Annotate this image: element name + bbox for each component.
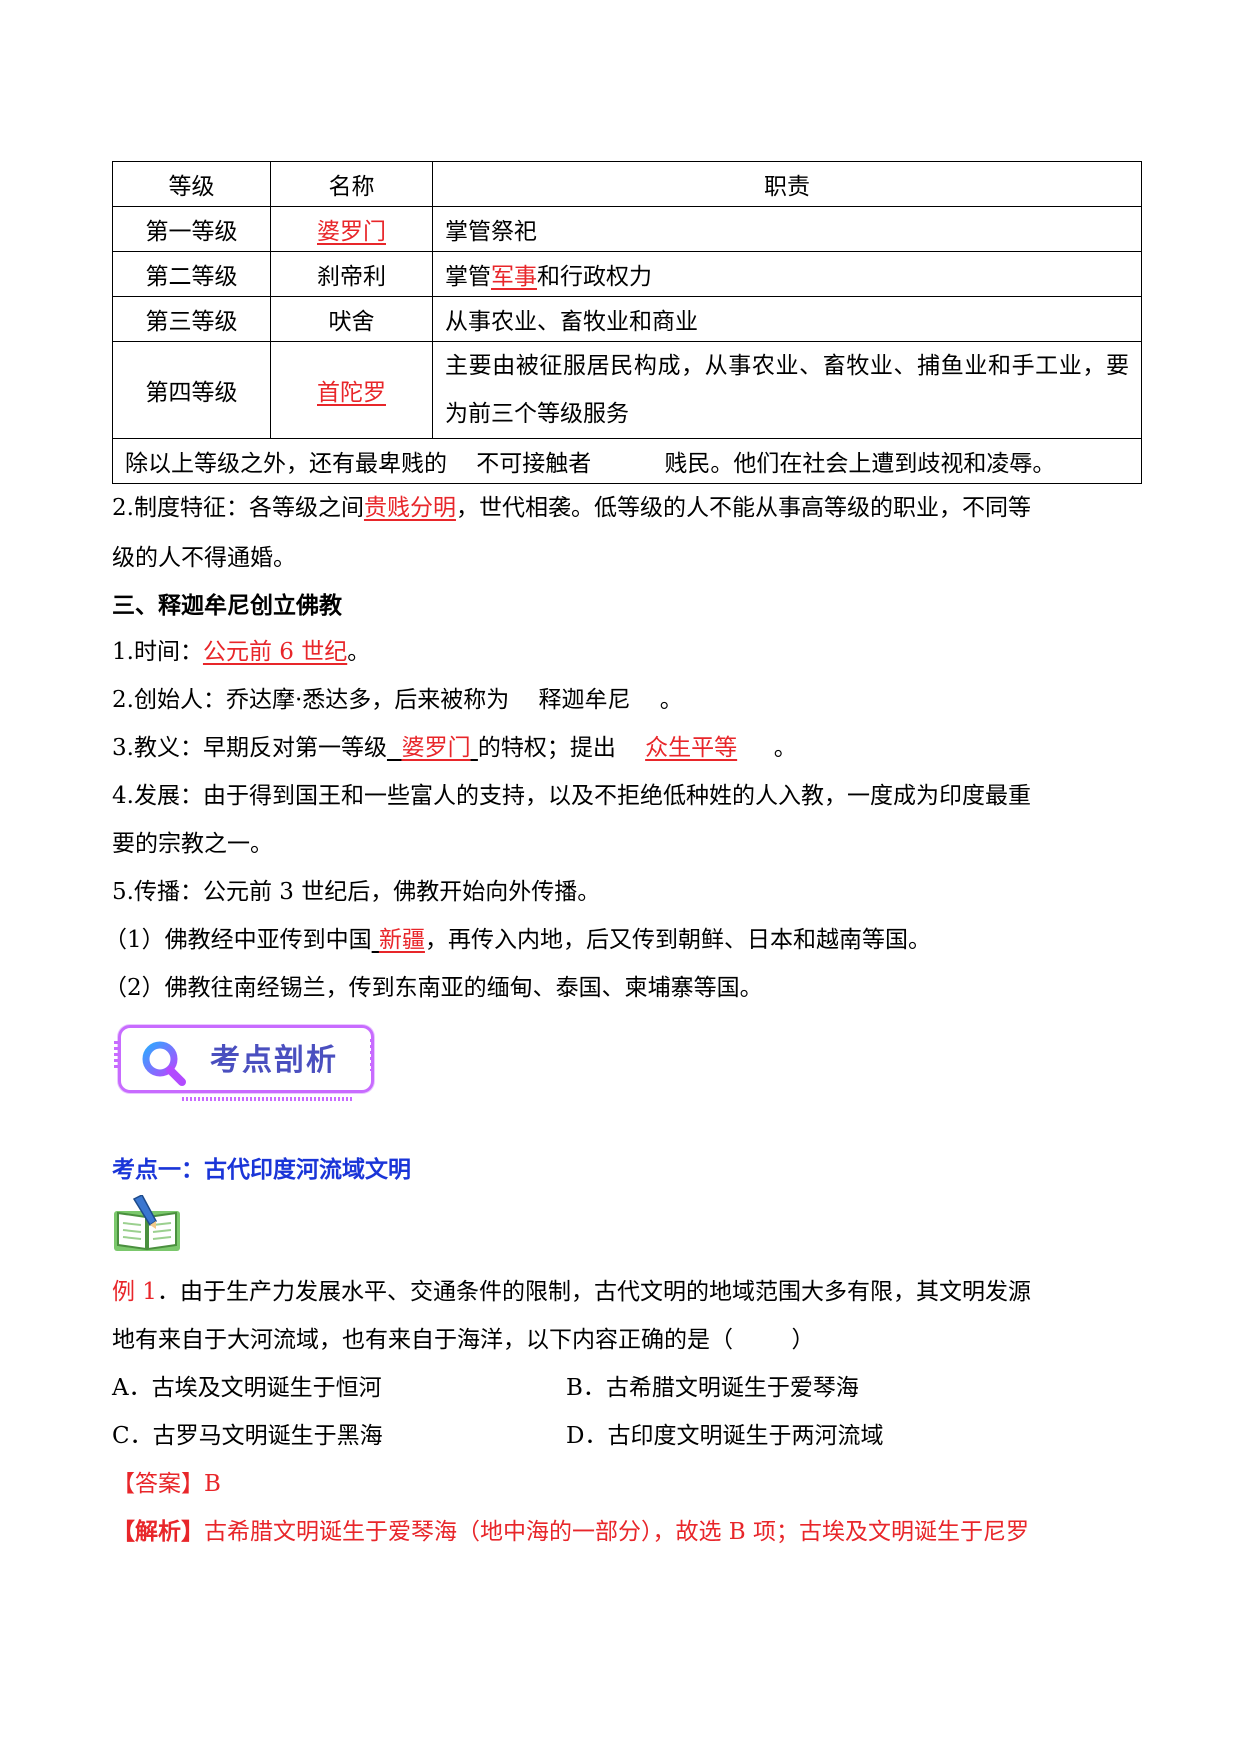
- spread-text: （1）佛教经中亚传到中国: [104, 927, 372, 953]
- table-row: 第四等级 首陀罗 主要由被征服居民构成，从事农业、畜牧业、捕鱼业和手工业，要为前…: [112, 341, 1142, 439]
- row-name: 婆罗门: [270, 206, 433, 252]
- magnifier-icon: [142, 1041, 186, 1086]
- header-name: 名称: [270, 161, 433, 207]
- analysis-label: 【解析】: [112, 1518, 204, 1545]
- table-row: 第二等级 刹帝利 掌管军事和行政权力: [112, 251, 1142, 297]
- feature-text: ，世代相袭。低等级的人不能从事高等级的职业，不同等: [455, 495, 1031, 521]
- badge-label: 考点剖析: [210, 1043, 338, 1078]
- header-level: 等级: [112, 161, 271, 207]
- badge-frame: [118, 1025, 374, 1093]
- doctrine-highlight: 婆罗门: [401, 735, 471, 761]
- row-name: 刹帝利: [270, 251, 433, 297]
- doctrine-highlight: 众生平等: [645, 735, 738, 761]
- caste-name: 婆罗门: [317, 219, 386, 245]
- spread-sub-2: （2）佛教往南经锡兰，传到东南亚的缅甸、泰国、柬埔寨等国。: [104, 975, 763, 1001]
- book-pencil-icon: [114, 1195, 180, 1251]
- caste-table: 等级 名称 职责 第一等级 婆罗门 掌管祭祀 第二等级 刹帝利 掌管军事和行政权…: [112, 161, 1142, 484]
- option-a: A．古埃及文明诞生于恒河: [112, 1375, 382, 1401]
- point-title: 考点一：古代印度河流域文明: [112, 1156, 411, 1183]
- exam-analysis-badge: 考点剖析: [112, 1021, 374, 1101]
- row-duty: 从事农业、畜牧业和商业: [432, 296, 1142, 342]
- row-level: 第一等级: [112, 206, 271, 252]
- answer-label: 【答案】: [112, 1471, 204, 1497]
- example-label: 例 1: [112, 1279, 157, 1305]
- time-end: 。: [347, 639, 371, 665]
- table-row: 第一等级 婆罗门 掌管祭祀: [112, 206, 1142, 252]
- row-name: 首陀罗: [270, 341, 433, 439]
- doctrine-end: 。: [773, 735, 797, 761]
- duty-highlight: 军事: [491, 264, 537, 290]
- table-row: 第三等级 吠舍 从事农业、畜牧业和商业: [112, 296, 1142, 342]
- feature-highlight: 贵贱分明: [363, 495, 456, 521]
- caste-name: 首陀罗: [317, 380, 386, 406]
- table-footer: 除以上等级之外，还有最卑贱的 不可接触者 贱民。他们在社会上遭到歧视和凌辱。: [112, 438, 1142, 484]
- table-footer-row: 除以上等级之外，还有最卑贱的 不可接触者 贱民。他们在社会上遭到歧视和凌辱。: [112, 438, 1142, 484]
- founder-line: 2.创始人：乔达摩·悉达多，后来被称为 释迦牟尼 。: [112, 687, 683, 713]
- spread-text: ，再传入内地，后又传到朝鲜、日本和越南等国。: [424, 927, 931, 953]
- row-name: 吠舍: [270, 296, 433, 342]
- analysis-text: 古希腊文明诞生于爱琴海（地中海的一部分），故选 B 项；古埃及文明诞生于尼罗: [204, 1519, 1030, 1545]
- badge-underline: [182, 1097, 352, 1101]
- row-level: 第三等级: [112, 296, 271, 342]
- duty-text: 和行政权力: [537, 264, 652, 290]
- row-level: 第二等级: [112, 251, 271, 297]
- development-line-2: 要的宗教之一。: [112, 831, 273, 857]
- development-line: 4.发展：由于得到国王和一些富人的支持，以及不拒绝低种姓的人入教，一度成为印度最…: [112, 783, 1031, 809]
- header-duty: 职责: [432, 161, 1142, 207]
- example-question-line-2: 地有来自于大河流域，也有来自于海洋，以下内容正确的是（ ）: [112, 1327, 815, 1353]
- answer-line: 【答案】B: [112, 1464, 221, 1498]
- question-text: ．由于生产力发展水平、交通条件的限制，古代文明的地域范围大多有限，其文明发源: [156, 1279, 1031, 1305]
- section-title: 三、释迦牟尼创立佛教: [112, 592, 342, 619]
- feature-line: 2.制度特征：各等级之间贵贱分明，世代相袭。低等级的人不能从事高等级的职业，不同…: [112, 488, 1031, 522]
- badge-decoration: [370, 1039, 374, 1071]
- spread-line: 5.传播：公元前 3 世纪后，佛教开始向外传播。: [112, 879, 601, 905]
- option-d: D．古印度文明诞生于两河流域: [566, 1423, 884, 1449]
- option-b: B．古希腊文明诞生于爱琴海: [566, 1375, 859, 1401]
- row-duty: 掌管祭祀: [432, 206, 1142, 252]
- row-duty: 掌管军事和行政权力: [432, 251, 1142, 297]
- doctrine-text: 的特权；提出: [477, 735, 616, 761]
- row-level: 第四等级: [112, 341, 271, 439]
- badge-decoration: [114, 1041, 118, 1071]
- duty-text: 掌管: [445, 264, 491, 290]
- feature-line-2: 级的人不得通婚。: [112, 545, 296, 571]
- option-c: C．古罗马文明诞生于黑海: [112, 1423, 383, 1449]
- feature-text: 2.制度特征：各等级之间: [112, 495, 364, 521]
- spread-sub-1: （1）佛教经中亚传到中国 新疆，再传入内地，后又传到朝鲜、日本和越南等国。: [104, 920, 931, 954]
- spread-highlight: 新疆: [378, 927, 425, 953]
- answer-value: B: [204, 1471, 221, 1497]
- time-label: 1.时间：: [112, 639, 203, 665]
- table-header-row: 等级 名称 职责: [112, 161, 1142, 207]
- doctrine-text: 3.教义：早期反对第一等级: [112, 735, 387, 761]
- row-duty: 主要由被征服居民构成，从事农业、畜牧业、捕鱼业和手工业，要为前三个等级服务: [432, 341, 1142, 439]
- example-question-line: 例 1．由于生产力发展水平、交通条件的限制，古代文明的地域范围大多有限，其文明发…: [112, 1272, 1031, 1306]
- doctrine-line: 3.教义：早期反对第一等级 婆罗门 的特权；提出 众生平等 。: [112, 728, 797, 762]
- time-line: 1.时间：公元前 6 世纪。: [112, 632, 370, 666]
- analysis-line: 【解析】古希腊文明诞生于爱琴海（地中海的一部分），故选 B 项；古埃及文明诞生于…: [112, 1512, 1029, 1546]
- time-value: 公元前 6 世纪: [202, 639, 348, 665]
